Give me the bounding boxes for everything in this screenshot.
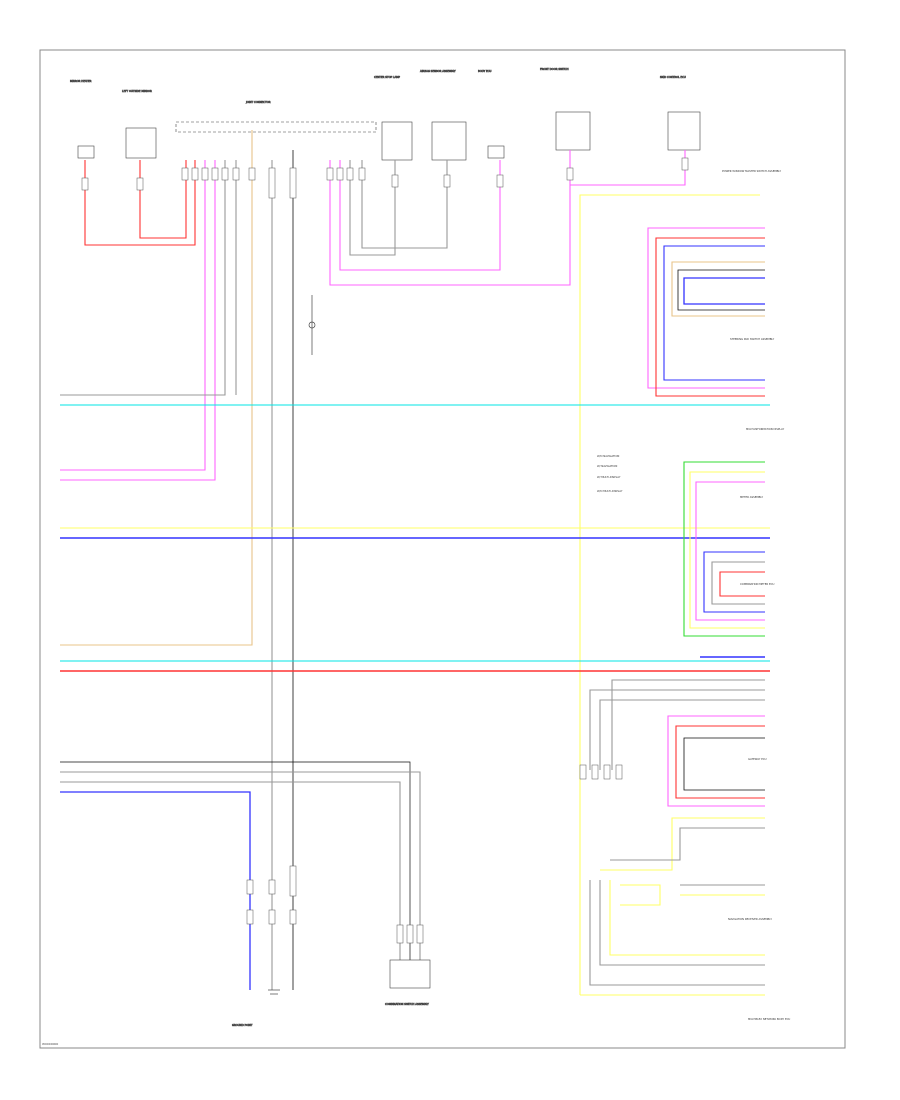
navigation-receiver-label: NAVIGATION RECEIVER ASSEMBLY <box>728 917 772 921</box>
meter-assembly-label: METER ASSEMBLY <box>740 495 764 499</box>
wire-pink <box>60 160 206 471</box>
power-window-switch-label: POWER WINDOW MASTER SWITCH ASSEMBLY <box>722 169 781 173</box>
gateway-ecu-label: GATEWAY ECU <box>748 757 767 761</box>
wire-yellow <box>579 194 760 995</box>
wire-black <box>683 737 765 791</box>
wire-red <box>655 237 765 397</box>
wire-pink <box>667 715 765 807</box>
right-labels: POWER WINDOW MASTER SWITCH ASSEMBLY STEE… <box>722 169 790 1021</box>
wire-pink <box>329 150 571 286</box>
legend-note: W/O MULTI-DISPLAY <box>597 489 623 493</box>
diagram-frame <box>39 49 846 1049</box>
wire-gray <box>60 160 226 396</box>
front-door-switch-label: FRONT DOOR SWITCH <box>540 67 569 71</box>
connector-strip-icon <box>175 121 377 133</box>
wire-red <box>84 160 196 246</box>
mirror-heater-label: MIRROR HEATER <box>70 79 92 83</box>
wire-pink <box>695 481 765 621</box>
connector-block-icon <box>555 111 591 151</box>
wire-black <box>60 761 411 960</box>
wire-black <box>677 269 765 311</box>
connector-block-icon <box>77 145 95 159</box>
ground-symbol <box>268 295 316 995</box>
wire-gray <box>349 160 396 256</box>
left-mirror-label: LEFT OUTSIDE MIRROR <box>122 89 152 93</box>
wire-gray <box>60 781 401 960</box>
joint-connector-label: JOINT CONNECTOR <box>245 100 271 104</box>
wire-gray <box>589 880 765 986</box>
wire-pink <box>339 160 501 271</box>
wires <box>60 130 770 996</box>
wire-blue <box>60 791 251 990</box>
center-stop-lamp-label: CENTER STOP LAMP <box>374 75 400 79</box>
wire-yellow <box>609 880 765 956</box>
wire-gray <box>589 689 765 770</box>
skid-control-ecu-label: SKID CONTROL ECU <box>660 75 686 79</box>
wire-blue <box>683 277 765 305</box>
combination-switch-label: COMBINATION SWITCH ASSEMBLY <box>385 1002 429 1006</box>
wire-gray <box>610 827 765 861</box>
wire-gray <box>361 160 448 249</box>
wire-yellow <box>689 471 765 629</box>
steering-pad-label: STEERING PAD SWITCH ASSEMBLY <box>730 337 775 341</box>
ground-point-label: GROUND POINT <box>232 1023 253 1027</box>
connector-block-icon <box>667 111 701 151</box>
connector-block-icon <box>487 145 505 159</box>
legend-note: W/ MULTI-DISPLAY <box>597 475 621 479</box>
wire-red <box>675 725 765 799</box>
wire-pink <box>647 227 765 389</box>
connector-block-icon <box>431 121 467 161</box>
wire-gray <box>711 561 765 605</box>
wire-pink <box>570 150 686 186</box>
bottom-components: GROUND POINT COMBINATION SWITCH ASSEMBLY <box>232 959 431 1027</box>
body-ecu-label: BODY ECU <box>478 69 491 73</box>
top-components: MIRROR HEATER LEFT OUTSIDE MIRROR JOINT … <box>70 67 701 161</box>
airbag-sensor-label: AIRBAG SENSOR ASSEMBLY <box>420 69 456 73</box>
wire-yellow <box>600 817 765 871</box>
wire-blue <box>663 245 765 381</box>
wire-tan <box>671 261 765 317</box>
wire-gray <box>60 771 421 960</box>
wire-gray <box>599 699 765 770</box>
connector-block-icon <box>125 127 157 159</box>
combination-meter-label: COMBINATION METER ECU <box>740 582 774 586</box>
footer-code: W0000000 <box>42 1042 58 1046</box>
connector-block-icon <box>381 121 413 161</box>
wire-red <box>139 160 187 239</box>
wire-yellow <box>620 884 661 906</box>
legend-note: W/ NAVIGATION <box>597 464 617 468</box>
wire-blue <box>703 551 765 613</box>
wire-gray <box>599 880 765 966</box>
multi-info-display-label: MULTI-INFORMATION DISPLAY <box>746 427 785 431</box>
wire-red <box>719 571 765 597</box>
wire-green <box>683 461 765 637</box>
connector-block-icon <box>389 959 431 989</box>
wire-pink <box>60 160 216 481</box>
legend-note: W/O NAVIGATION <box>597 454 619 458</box>
wire-tan <box>60 130 253 646</box>
pin-markers <box>81 157 689 944</box>
multiplex-body-ecu-label: MULTIPLEX NETWORK BODY ECU <box>748 1017 790 1021</box>
legend-notes: W/O NAVIGATION W/ NAVIGATION W/ MULTI-DI… <box>597 454 623 493</box>
wire-gray <box>611 679 765 770</box>
